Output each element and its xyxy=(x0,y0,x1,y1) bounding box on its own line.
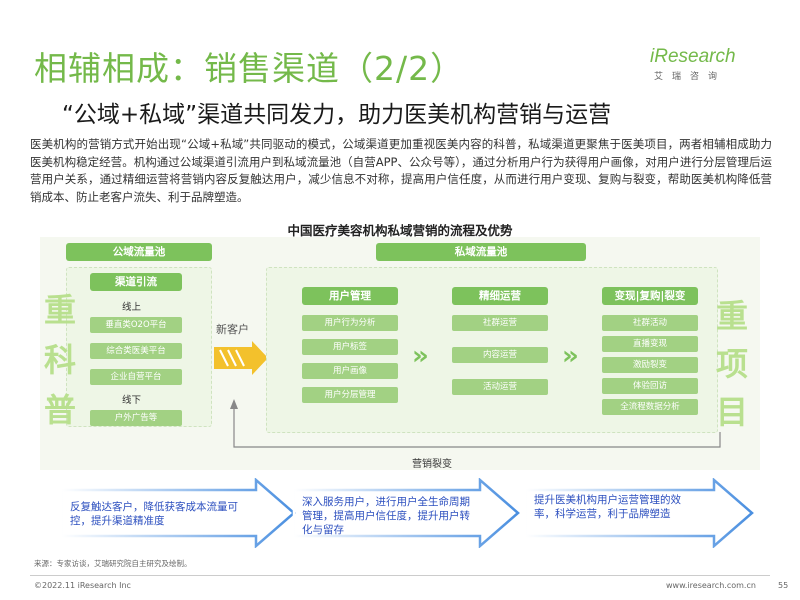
banner-text-0: 反复触达客户，降低获客成本流量可控，提升渠道精准度 xyxy=(70,501,238,527)
diagram-area: 公域流量池 渠道引流 线上 垂直类O2O平台 综合类医美平台 企业自营平台 线下… xyxy=(40,237,760,470)
website-link[interactable]: www.iresearch.com.cn xyxy=(666,581,756,590)
col-user-mgmt-title: 用户管理 xyxy=(302,287,398,305)
logo-sub: 艾瑞咨询 xyxy=(654,72,727,82)
diagram-title: 中国医疗美容机构私域营销的流程及优势 xyxy=(287,223,513,238)
col0-item-3: 用户分层管理 xyxy=(302,387,398,403)
col-monetize-title: 变现|复购|裂变 xyxy=(602,287,698,305)
col0-item-2: 用户画像 xyxy=(302,363,398,379)
col2-item-3: 体验回访 xyxy=(602,378,698,394)
col-fine-ops-title: 精细运营 xyxy=(452,287,548,305)
online-item-2: 企业自营平台 xyxy=(90,369,182,385)
right-big-char-1: 项 xyxy=(715,345,748,383)
feedback-loop-arrow-icon xyxy=(230,399,721,448)
col0-item-1: 用户标签 xyxy=(302,339,398,355)
footer-divider xyxy=(30,575,770,576)
banner-text-2: 提升医美机构用户运营管理的效率，科学运营，利于品牌塑造 xyxy=(534,494,681,520)
public-pool-label: 公域流量池 xyxy=(66,243,212,261)
new-customer-label: 新客户 xyxy=(216,323,249,336)
iresearch-logo: iResearch 艾瑞咨询 xyxy=(650,46,750,82)
banner-text-1: 深入服务用户，进行用户全生命周期管理，提高用户信任度，提升用户转化与留存 xyxy=(302,496,470,536)
page-title: 相辅相成：销售渠道（2/2） xyxy=(34,49,465,88)
new-customer-arrow-icon xyxy=(214,341,268,375)
col1-item-0: 社群运营 xyxy=(452,315,548,331)
col2-item-1: 直播变现 xyxy=(602,336,698,352)
col0-item-0: 用户行为分析 xyxy=(302,315,398,331)
chevron-right-icon: » xyxy=(412,341,429,371)
marketing-split-label: 营销裂变 xyxy=(412,459,452,470)
logo-brand: iResearch xyxy=(650,46,736,67)
col2-item-4: 全流程数据分析 xyxy=(602,399,698,415)
offline-item-0: 户外广告等 xyxy=(90,410,182,426)
private-pool-label: 私域流量池 xyxy=(376,243,586,261)
banner-arrow-1 xyxy=(292,478,520,548)
body-paragraph: 医美机构的营销方式开始出现“公域+私域”共同驱动的模式，公域渠道更加重视医美内容… xyxy=(30,137,772,204)
online-item-1: 综合类医美平台 xyxy=(90,343,182,359)
left-big-char-1: 科 xyxy=(43,341,76,379)
col2-item-0: 社群活动 xyxy=(602,315,698,331)
banner-arrow-2 xyxy=(524,478,754,548)
offline-label: 线下 xyxy=(122,395,142,406)
channel-label: 渠道引流 xyxy=(90,273,182,291)
copyright: ©2022.11 iResearch Inc xyxy=(34,581,131,590)
page-number: 55 xyxy=(778,581,789,590)
right-big-char-0: 重 xyxy=(715,297,748,335)
online-label: 线上 xyxy=(122,302,142,313)
col1-item-1: 内容运营 xyxy=(452,347,548,363)
banner-arrow-0 xyxy=(60,478,296,548)
chevron-right-icon: » xyxy=(562,341,579,371)
right-big-char-2: 目 xyxy=(715,393,748,431)
left-big-char-0: 重 xyxy=(43,291,76,329)
col1-item-2: 活动运营 xyxy=(452,379,548,395)
online-item-0: 垂直类O2O平台 xyxy=(90,317,182,333)
page-subtitle: “公域+私域”渠道共同发力，助力医美机构营销与运营 xyxy=(62,102,612,128)
left-big-char-2: 普 xyxy=(43,391,76,429)
col2-item-2: 激励裂变 xyxy=(602,357,698,373)
source-note: 来源：专家访谈，艾瑞研究院自主研究及绘制。 xyxy=(34,559,192,568)
